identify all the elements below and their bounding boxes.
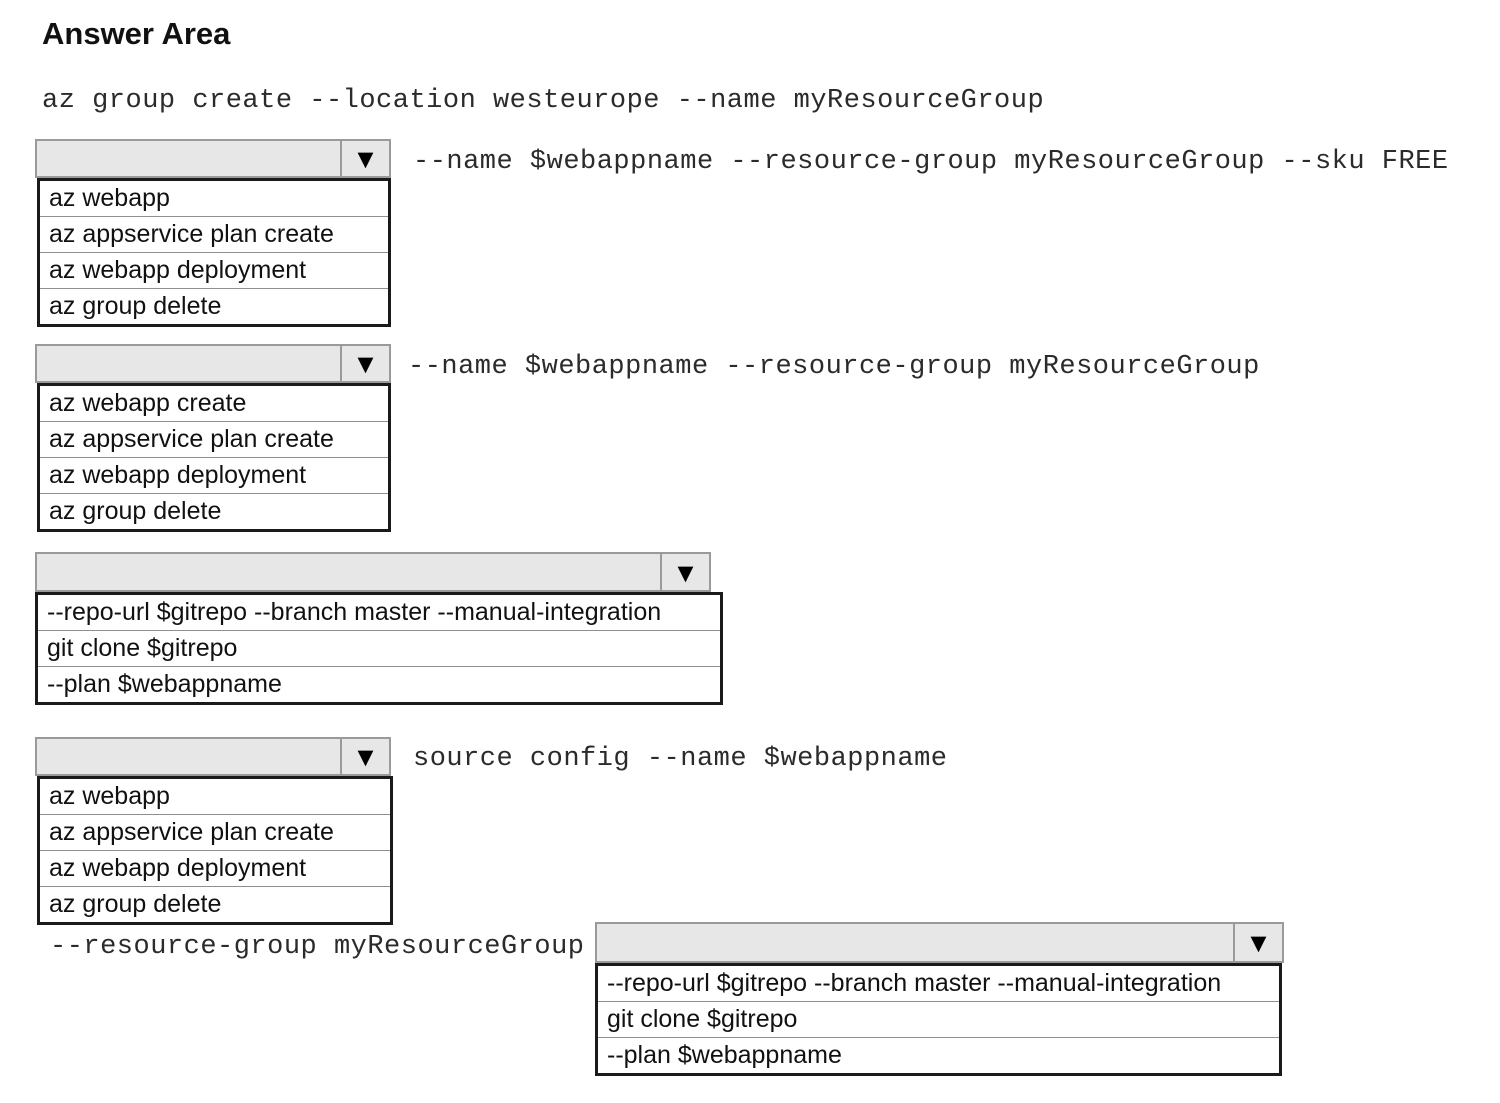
dropdown-1-option-list: az webapp az appservice plan create az w… [37, 178, 391, 327]
dropdown-2-option-list: az webapp create az appservice plan crea… [37, 383, 391, 532]
chevron-down-icon[interactable]: ▼ [340, 346, 389, 381]
dropdown-3-option[interactable]: --repo-url $gitrepo --branch master --ma… [47, 598, 662, 626]
dropdown-5-option-list: --repo-url $gitrepo --branch master --ma… [595, 963, 1282, 1076]
dropdown-arrow-icon: ▼ [352, 742, 379, 772]
dropdown-arrow-icon: ▼ [352, 349, 379, 379]
dropdown-5-selected-value[interactable] [597, 924, 1233, 961]
chevron-down-icon[interactable]: ▼ [1233, 924, 1282, 961]
dropdown-arrow-icon: ▼ [672, 557, 699, 588]
page-title: Answer Area [42, 16, 231, 51]
dropdown-3-option[interactable]: --plan $webappname [38, 666, 720, 702]
dropdown-5-option[interactable]: git clone $gitrepo [598, 1001, 1279, 1037]
chevron-down-icon[interactable]: ▼ [660, 554, 709, 590]
command-suffix-1: --name $webappname --resource-group myRe… [413, 147, 1449, 177]
dropdown-1-option[interactable]: az webapp [49, 184, 170, 212]
dropdown-4[interactable]: ▼ [35, 737, 391, 776]
dropdown-1-option[interactable]: az appservice plan create [40, 216, 388, 252]
dropdown-5[interactable]: ▼ [595, 922, 1284, 963]
dropdown-3[interactable]: ▼ [35, 552, 711, 592]
dropdown-4-option-list: az webapp az appservice plan create az w… [37, 776, 393, 925]
command-prefix-5: --resource-group myResourceGroup [50, 932, 585, 962]
dropdown-4-option[interactable]: az group delete [40, 886, 390, 922]
dropdown-2-option[interactable]: az webapp deployment [40, 457, 388, 493]
dropdown-arrow-icon: ▼ [352, 144, 379, 174]
command-suffix-4: source config --name $webappname [413, 744, 948, 774]
dropdown-3-option-list: --repo-url $gitrepo --branch master --ma… [35, 592, 723, 705]
dropdown-4-option[interactable]: az webapp [49, 782, 170, 810]
dropdown-4-option[interactable]: az appservice plan create [40, 814, 390, 850]
command-line: az group create --location westeurope --… [42, 86, 1045, 116]
dropdown-5-option[interactable]: --repo-url $gitrepo --branch master --ma… [607, 969, 1222, 997]
chevron-down-icon[interactable]: ▼ [340, 141, 389, 176]
command-suffix-2: --name $webappname --resource-group myRe… [408, 352, 1260, 382]
chevron-down-icon[interactable]: ▼ [340, 739, 389, 774]
dropdown-4-option[interactable]: az webapp deployment [40, 850, 390, 886]
dropdown-1-selected-value[interactable] [37, 141, 340, 176]
dropdown-2-option[interactable]: az appservice plan create [40, 421, 388, 457]
dropdown-3-selected-value[interactable] [37, 554, 660, 590]
dropdown-5-option[interactable]: --plan $webappname [598, 1037, 1279, 1073]
dropdown-2[interactable]: ▼ [35, 344, 391, 383]
dropdown-1-option[interactable]: az group delete [40, 288, 388, 324]
dropdown-3-option[interactable]: git clone $gitrepo [38, 630, 720, 666]
dropdown-arrow-icon: ▼ [1245, 928, 1272, 958]
dropdown-1[interactable]: ▼ [35, 139, 391, 178]
dropdown-4-selected-value[interactable] [37, 739, 340, 774]
dropdown-2-option[interactable]: az group delete [40, 493, 388, 529]
dropdown-2-selected-value[interactable] [37, 346, 340, 381]
dropdown-1-option[interactable]: az webapp deployment [40, 252, 388, 288]
dropdown-2-option[interactable]: az webapp create [49, 389, 247, 417]
